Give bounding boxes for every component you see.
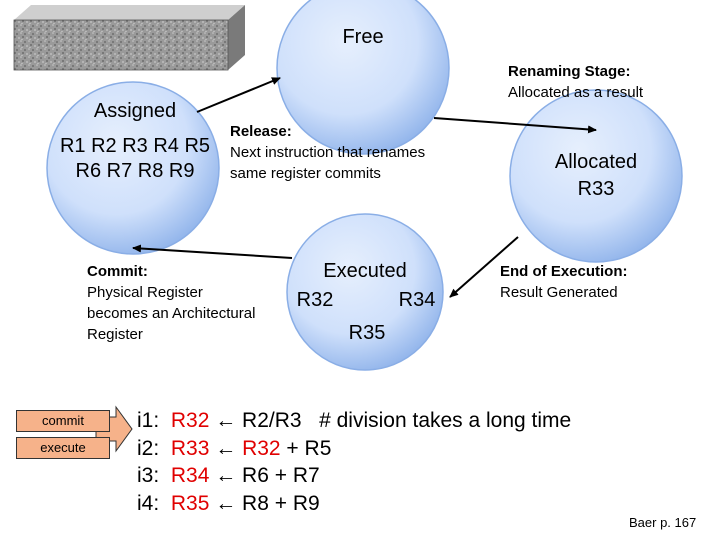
arrow-allocated-to-executed [449,236,519,298]
instruction-row: i4: R35 ← R8 + R9 [137,490,571,518]
arrow-executed-to-assigned [132,244,293,259]
instruction-id: i1: [137,409,160,432]
instruction-op: ← R8 + R9 [209,491,320,515]
release-caption: Release: Next instruction that renames s… [230,121,425,184]
instruction-row: i3: R34 ← R6 + R7 [137,462,571,490]
instruction-comment: # division takes a long time [301,409,572,432]
legend-execute: execute [16,437,110,459]
allocated-label: Allocated [554,151,638,173]
executed-register-a: R32 [296,289,334,311]
end-exec-caption: End of Execution: Result Generated [500,261,628,303]
commit-caption-line3: Register [87,326,143,343]
commit-caption: Commit: Physical Register becomes an Arc… [87,261,255,345]
end-exec-caption-head: End of Execution: [500,263,628,280]
renaming-caption-text: Allocated as a result [508,84,644,101]
instruction-dest: R32 [170,409,210,432]
instruction-op: ← R6 + R7 [209,464,320,487]
executed-register-c: R35 [348,322,386,344]
allocated-node-circle [509,89,683,263]
assigned-node-circle [46,81,220,255]
instruction-id: i4: [137,491,160,515]
commit-caption-line1: Physical Register [87,284,203,301]
executed-node-circle [286,213,444,371]
allocated-register: R33 [577,178,615,200]
executed-label: Executed [323,260,407,282]
free-label: Free [342,26,384,48]
end-exec-caption-text: Result Generated [500,284,618,301]
release-caption-head: Release: [230,123,292,140]
instruction-rest: + R5 [280,436,332,460]
instruction-dest: R35 [170,491,210,515]
executed-register-b: R34 [398,289,436,311]
assigned-registers-line2: R6 R7 R8 R9 [75,160,195,182]
assigned-label: Assigned [93,100,177,122]
instruction-row: i1: R32 ← R2/R3 # division takes a long … [137,407,571,435]
commit-caption-head: Commit: [87,263,148,280]
commit-caption-line2: becomes an Architectural [87,305,256,322]
assigned-registers-line1: R1 R2 R3 R4 R5 [59,135,211,157]
arrow-free-to-allocated [433,117,597,134]
source-credit: Baer p. 167 [629,515,697,530]
instruction-row: i2: R33 ← R32 + R5 [137,435,571,463]
instruction-dest: R33 [170,436,210,460]
arrow-assigned-to-free [196,77,281,113]
instruction-id: i3: [137,464,160,487]
release-caption-line1: Next instruction that renames [230,144,426,161]
free-node-circle [276,0,450,155]
instruction-op: ← R2/R3 [209,409,302,432]
legend-commit: commit [16,410,110,432]
instruction-dest: R34 [170,464,210,487]
instruction-op: ← [209,436,243,460]
instruction-listing: i1: R32 ← R2/R3 # division takes a long … [137,407,571,517]
renaming-caption: Renaming Stage: Allocated as a result [508,61,643,103]
granite-block-icon [13,5,245,71]
instruction-src-red: R32 [242,436,281,460]
release-caption-line2: same register commits [230,165,381,182]
renaming-caption-head: Renaming Stage: [508,63,631,80]
instruction-id: i2: [137,436,160,460]
